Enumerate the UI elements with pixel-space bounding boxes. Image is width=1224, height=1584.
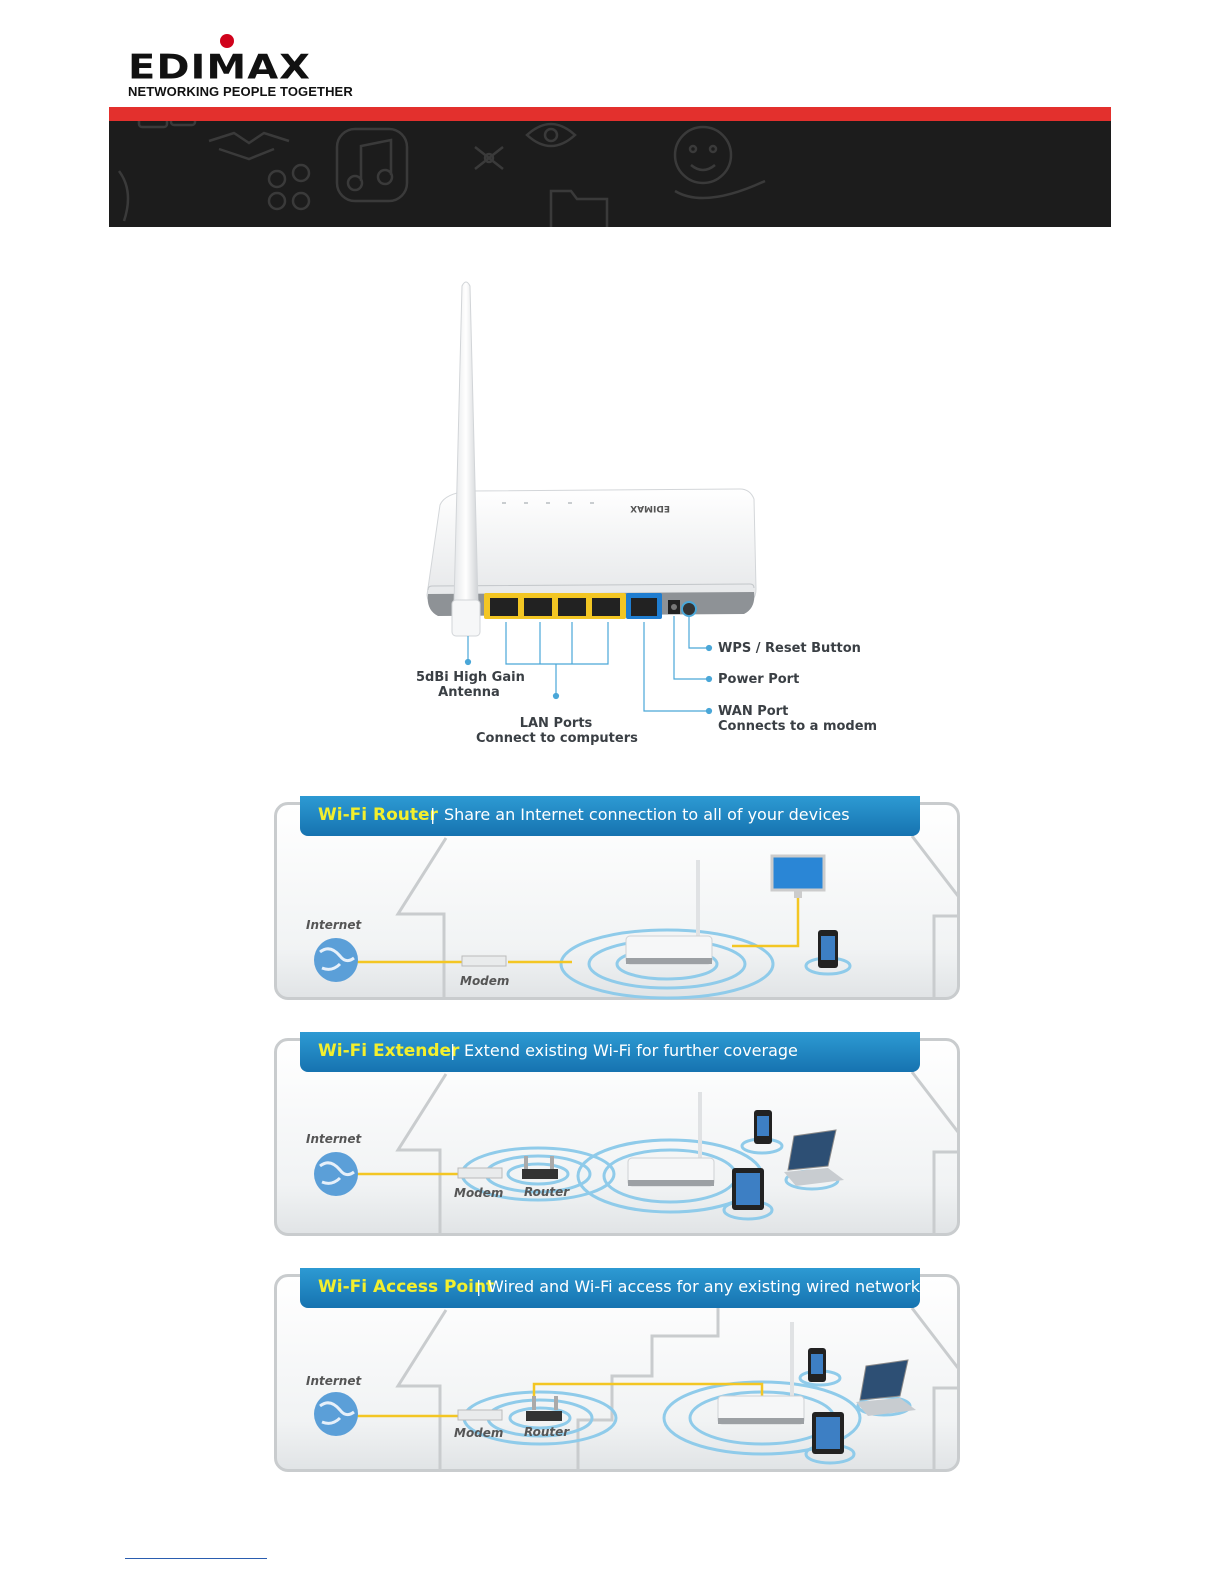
monitor-icon <box>770 854 826 898</box>
panel-wifi-access-point: Wi-Fi Access Point | Wired and Wi-Fi acc… <box>272 1268 962 1476</box>
panel-title: Wi-Fi Extender <box>318 1041 460 1061</box>
lan-callout: LAN Ports Connect to computers <box>476 716 638 746</box>
handshake-icon <box>208 131 290 161</box>
antenna <box>451 281 481 637</box>
tablet-icon <box>732 1168 764 1210</box>
house-outline <box>395 1071 960 1236</box>
modem-icon <box>457 1167 503 1179</box>
lan-callout-line2: Connect to computers <box>476 731 638 746</box>
power-callout: Power Port <box>718 672 800 687</box>
music-note-icon <box>335 127 409 203</box>
label-internet: Internet <box>306 918 362 932</box>
lan-callout-line1: LAN Ports <box>519 716 593 731</box>
label-modem: Modem <box>460 974 510 988</box>
banner-dark-band <box>109 121 1111 227</box>
panel-separator: | <box>476 1277 482 1296</box>
router-small-icon <box>522 1156 558 1179</box>
network-icon <box>474 146 504 170</box>
panel-header: Wi-Fi Router | Share an Internet connect… <box>300 796 920 836</box>
edimax-logo: EDIMAX NETWORKING PEOPLE TOGETHER <box>128 32 368 102</box>
globe-icon <box>314 1152 358 1196</box>
router-mode-scene <box>314 835 960 1000</box>
banner-red-stripe <box>109 107 1111 121</box>
logo-wordmark: EDIMAX <box>128 48 312 88</box>
router-device-icon <box>625 860 713 965</box>
access-point-device-icon <box>717 1322 805 1425</box>
wan-callout-line1: WAN Port <box>718 704 789 719</box>
folder-icon <box>549 189 609 227</box>
antenna-callout-line1: 5dBi High Gain <box>416 670 525 685</box>
eye-icon <box>525 122 577 148</box>
panel-header: Wi-Fi Extender | Extend existing Wi-Fi f… <box>300 1032 920 1072</box>
panel-separator: | <box>430 805 436 824</box>
globe-icon <box>314 1392 358 1436</box>
antenna-callout: 5dBi High Gain Antenna <box>416 670 525 700</box>
label-internet: Internet <box>306 1132 362 1146</box>
label-router: Router <box>524 1425 570 1439</box>
smiley-hand-icon <box>673 125 766 200</box>
panel-header: Wi-Fi Access Point | Wired and Wi-Fi acc… <box>300 1268 920 1308</box>
panel-wifi-extender: Wi-Fi Extender | Extend existing Wi-Fi f… <box>272 1032 962 1240</box>
laptop-icon <box>856 1359 916 1416</box>
wps-reset-button <box>681 601 697 617</box>
wan-callout-line2: Connects to a modem <box>718 719 878 734</box>
wan-port <box>626 593 662 619</box>
extender-device-icon <box>627 1092 715 1187</box>
wan-callout: WAN Port Connects to a modem <box>718 704 877 734</box>
phone-icon <box>818 930 838 968</box>
modem-icon <box>461 955 507 967</box>
panel-separator: | <box>450 1041 456 1060</box>
wps-callout: WPS / Reset Button <box>718 641 861 656</box>
house-outline <box>395 1306 960 1472</box>
panel-title: Wi-Fi Access Point <box>318 1277 495 1297</box>
logo-tagline: NETWORKING PEOPLE TOGETHER <box>128 84 353 99</box>
power-port <box>668 600 680 614</box>
callout-lines <box>464 616 713 715</box>
circles-icon <box>267 163 311 211</box>
panel-description: Share an Internet connection to all of y… <box>444 805 850 824</box>
access-point-mode-scene <box>314 1306 960 1472</box>
router-figure: EDIMAX 5dBi High Ga <box>400 270 900 750</box>
panel-wifi-router: Wi-Fi Router | Share an Internet connect… <box>272 796 962 1004</box>
banner-icon-pattern <box>117 121 766 227</box>
logo-red-dot <box>220 34 234 48</box>
laptop-icon <box>784 1129 844 1186</box>
label-modem: Modem <box>454 1426 504 1440</box>
router-small-icon <box>526 1396 562 1421</box>
svg-text:EDIMAX: EDIMAX <box>630 503 670 513</box>
label-internet: Internet <box>306 1374 362 1388</box>
label-router: Router <box>524 1185 570 1199</box>
lan-ports <box>484 593 626 619</box>
extender-mode-scene <box>314 1071 960 1236</box>
panel-description: Wired and Wi-Fi access for any existing … <box>488 1277 920 1296</box>
panel-description: Extend existing Wi-Fi for further covera… <box>464 1041 798 1060</box>
globe-icon <box>314 938 358 982</box>
phone-icon <box>808 1348 826 1382</box>
router-illustration: EDIMAX <box>426 281 757 715</box>
footer-rule <box>125 1558 267 1559</box>
modem-icon <box>457 1409 503 1421</box>
panel-title: Wi-Fi Router <box>318 805 438 825</box>
phone-icon <box>754 1110 772 1144</box>
antenna-callout-line2: Antenna <box>438 685 500 700</box>
house-outline <box>395 835 960 1000</box>
tablet-icon <box>812 1412 844 1454</box>
stairs-outline <box>576 1306 720 1472</box>
chat-bubbles-icon <box>117 121 197 222</box>
label-modem: Modem <box>454 1186 504 1200</box>
